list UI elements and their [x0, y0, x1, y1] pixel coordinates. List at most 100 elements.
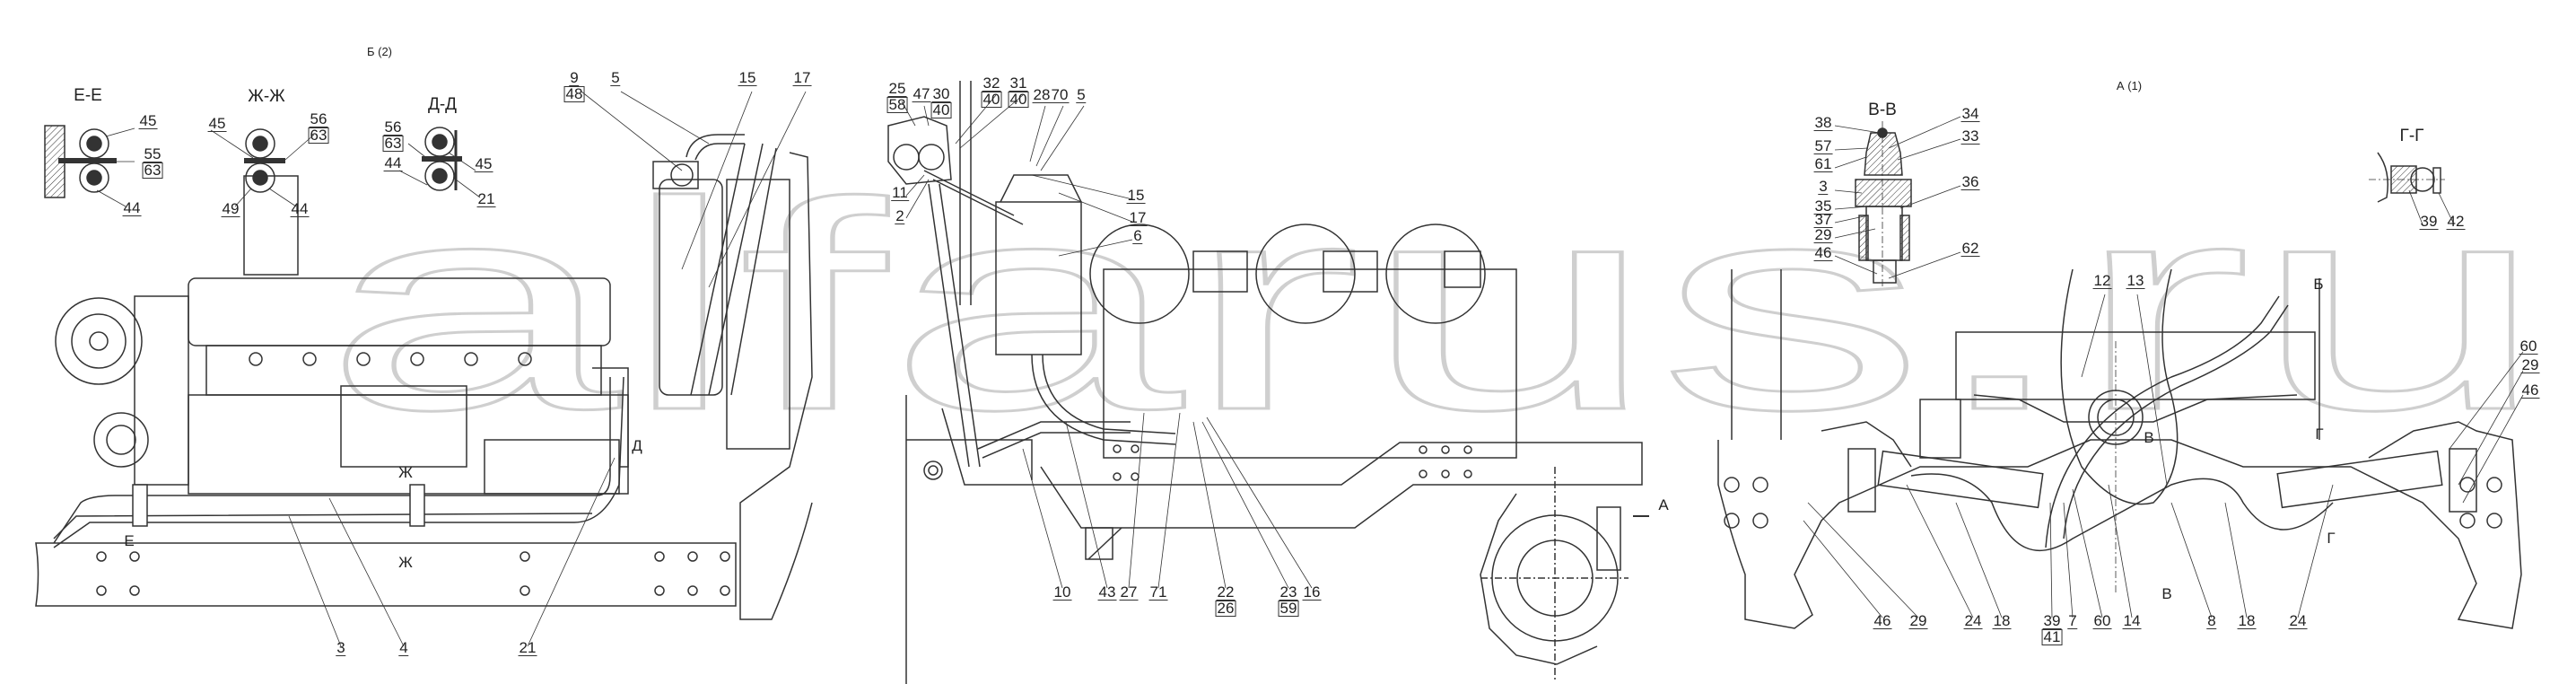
callout: 5	[1076, 86, 1087, 103]
callout: 45	[207, 115, 227, 132]
callout: 29	[2520, 356, 2540, 373]
front-axle-view	[1717, 268, 2522, 629]
callout-boxed: 59	[1278, 600, 1299, 617]
callout: 46	[1873, 612, 1892, 629]
callout: 6	[1132, 227, 1143, 244]
callout: 10	[1052, 583, 1072, 601]
callout: 27	[1119, 583, 1139, 601]
callout: 39	[2042, 612, 2062, 629]
wheel-hub	[1480, 467, 1649, 682]
callout: 44	[383, 154, 403, 171]
callout-boxed: 63	[382, 135, 404, 152]
callout: 60	[2519, 338, 2538, 355]
view-title-b2: Б (2)	[366, 45, 393, 58]
callout-boxed: 40	[1008, 91, 1029, 108]
callout: 23	[1279, 583, 1298, 601]
callout: 17	[1128, 209, 1148, 226]
callout: 8	[2206, 612, 2217, 629]
callout: 56	[383, 118, 403, 136]
section-mark-g-top: Г	[2315, 425, 2324, 443]
section-title-zhzh: Ж-Ж	[248, 87, 285, 106]
section-title-gg: Г-Г	[2399, 127, 2424, 145]
callout-boxed: 41	[2041, 628, 2063, 645]
callout: 21	[476, 190, 496, 207]
callout: 42	[2446, 213, 2466, 230]
callout: 30	[931, 85, 951, 102]
section-mark-v-bottom: В	[2161, 585, 2172, 602]
section-mark-g-bottom: Г	[2327, 530, 2336, 547]
section-title-vv: В-В	[1868, 101, 1897, 119]
section-title-ee: Е-Е	[74, 86, 102, 105]
section-mark-b: Б	[2313, 276, 2324, 293]
section-mark-zh-bottom: Ж	[398, 554, 413, 571]
callout-boxed: 26	[1215, 600, 1236, 617]
callout: 47	[912, 85, 931, 102]
callout-boxed: 58	[886, 96, 908, 113]
callout: 24	[2288, 612, 2308, 629]
callout: 32	[982, 75, 1001, 92]
callout: 15	[1126, 187, 1146, 204]
callout-boxed: 48	[563, 85, 585, 102]
section-mark-a: А	[1658, 496, 1669, 513]
callout: 13	[2126, 272, 2145, 289]
watermark: alfarus.ru	[323, 140, 2548, 471]
callout: 11	[891, 184, 909, 201]
section-ee	[44, 125, 117, 198]
callout: 33	[1960, 127, 1980, 145]
callout: 3	[1818, 178, 1829, 195]
callout: 62	[1960, 240, 1980, 257]
callout: 17	[792, 69, 812, 86]
callout: 3	[336, 639, 346, 656]
frame-rail-left	[35, 542, 737, 607]
callout: 2	[895, 207, 905, 224]
callout: 70	[1050, 86, 1070, 103]
callout-boxed: 63	[308, 127, 329, 144]
callout: 71	[1148, 583, 1168, 601]
section-dd	[422, 127, 462, 191]
callout-boxed: 40	[981, 91, 1002, 108]
callout: 49	[221, 200, 240, 217]
callout: 21	[518, 639, 537, 656]
frame-rail-middle	[905, 395, 1643, 684]
callout: 29	[1813, 226, 1833, 243]
section-vv	[1855, 121, 1912, 287]
callout: 28	[1032, 86, 1052, 103]
section-zhzh	[243, 128, 299, 276]
callout: 46	[2520, 381, 2540, 399]
section-mark-zh-top: Ж	[398, 464, 413, 481]
callout: 34	[1960, 105, 1980, 122]
section-title-dd: Д-Д	[427, 95, 458, 114]
callout: 15	[738, 69, 757, 86]
view-title-a1: А (1)	[2116, 79, 2143, 92]
callout: 45	[474, 155, 493, 172]
callout: 39	[2419, 213, 2439, 230]
engine-top-view	[887, 81, 1517, 468]
callout: 24	[1963, 612, 1983, 629]
callout-boxed: 63	[142, 162, 163, 179]
callout: 5	[610, 69, 621, 86]
callout: 29	[1908, 612, 1928, 629]
callout: 9	[569, 69, 580, 86]
callout: 18	[2237, 612, 2257, 629]
callout: 37	[1813, 211, 1833, 228]
callout: 46	[1813, 244, 1833, 261]
callout: 7	[2067, 612, 2078, 629]
callout: 38	[1813, 114, 1833, 131]
callout: 18	[1992, 612, 2012, 629]
callout: 57	[1813, 137, 1833, 154]
callout: 61	[1813, 155, 1833, 172]
callout: 14	[2122, 612, 2142, 629]
callout: 44	[290, 200, 310, 217]
callout: 12	[2092, 272, 2112, 289]
callout-boxed: 40	[930, 101, 952, 118]
callout: 44	[122, 199, 142, 216]
callout: 36	[1960, 173, 1980, 190]
callout: 4	[398, 639, 409, 656]
section-mark-e: Е	[124, 532, 135, 549]
callout: 56	[309, 110, 328, 127]
callout: 16	[1302, 583, 1322, 601]
section-mark-v-top: В	[2144, 429, 2154, 446]
callout: 22	[1216, 583, 1236, 601]
callout: 45	[138, 112, 158, 129]
